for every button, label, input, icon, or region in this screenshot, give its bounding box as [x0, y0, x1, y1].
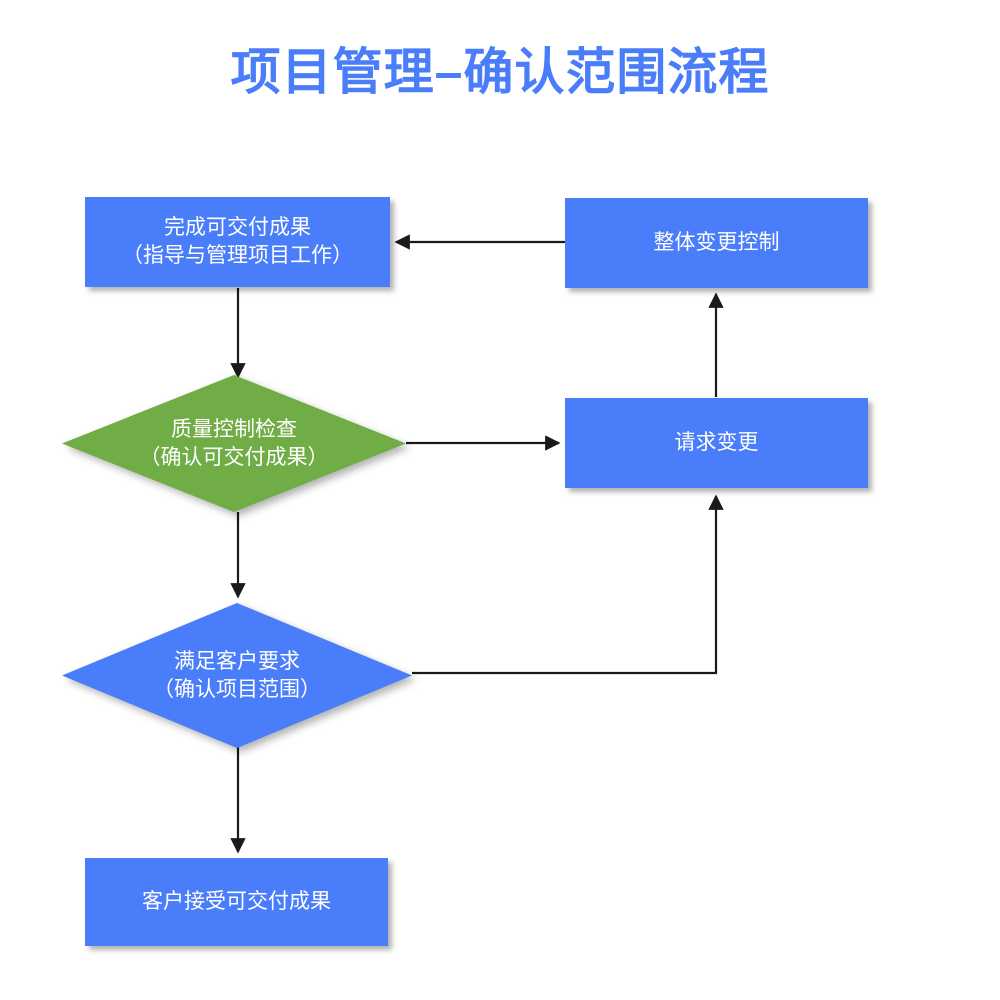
node-quality-check[interactable]: 质量控制检查 （确认可交付成果）: [62, 375, 406, 512]
node-change-control-label: 整体变更控制: [653, 231, 780, 255]
node-change-control[interactable]: 整体变更控制: [565, 198, 868, 288]
quality-check-diamond-shape: [62, 375, 406, 512]
node-request-change[interactable]: 请求变更: [565, 398, 868, 488]
customer-requirement-diamond-shape: [62, 603, 412, 748]
page-title: 项目管理–确认范围流程: [230, 44, 770, 100]
node-deliverables[interactable]: 完成可交付成果 （指导与管理项目工作）: [85, 197, 390, 287]
node-quality-check-label: 质量控制检查 （确认可交付成果）: [139, 417, 329, 469]
node-customer-requirement[interactable]: 满足客户要求 （确认项目范围）: [62, 603, 412, 748]
node-customer-accept[interactable]: 客户接受可交付成果: [85, 858, 388, 946]
node-deliverables-label: 完成可交付成果 （指导与管理项目工作）: [122, 216, 353, 267]
node-customer-accept-label: 客户接受可交付成果: [142, 890, 331, 914]
node-request-change-label: 请求变更: [674, 431, 759, 455]
edge-customer-requirement-to-request-change: [412, 494, 724, 675]
node-customer-requirement-label: 满足客户要求 （确认项目范围）: [153, 649, 321, 701]
